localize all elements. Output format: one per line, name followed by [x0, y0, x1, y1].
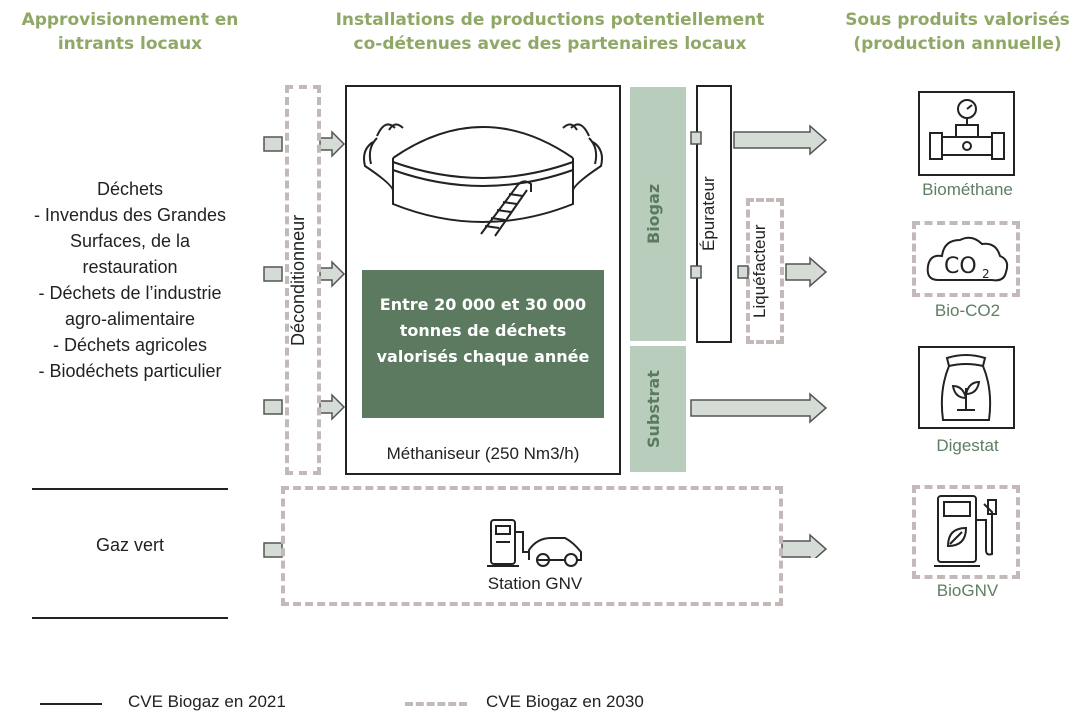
arrow-right-icon [781, 533, 828, 558]
waste-list-title: Déchets [96, 179, 164, 199]
waste-list-item: - Déchets de l’industrie [38, 283, 222, 303]
station-gnv-icon [487, 519, 582, 567]
biomethane-icon-box [918, 91, 1015, 176]
station-gnv-box [281, 486, 783, 606]
fuel-pump-icon [934, 495, 997, 567]
separator-line [32, 488, 228, 490]
output-label-digestat: Digestat [936, 436, 999, 455]
input-stub [263, 136, 283, 152]
header-installations-line2: co-détenues avec des partenaires locaux [353, 34, 747, 54]
legend-solid-label: CVE Biogaz en 2021 [128, 692, 286, 711]
waste-list-item: - Biodéchets particulier [38, 361, 222, 381]
tonnage-highlight [362, 270, 604, 418]
arrow-right-icon [319, 130, 346, 158]
arrow-right-icon [690, 392, 828, 424]
output-stub [737, 265, 749, 279]
waste-list-item: restauration [82, 257, 178, 277]
biogaz-column [630, 87, 686, 341]
digestat-icon-box [918, 346, 1015, 429]
arrow-right-icon [785, 256, 828, 288]
header-installations-line1: Installations de productions potentielle… [335, 10, 765, 30]
biogaz-label: Biogaz [644, 183, 663, 245]
arrow-right-icon [319, 260, 346, 288]
input-stub [263, 399, 283, 415]
output-arrows [690, 124, 828, 558]
deconditionneur-box [285, 85, 321, 475]
input-stub [263, 542, 283, 558]
header-installations: Installations de productions potentielle… [300, 8, 800, 56]
methaniseur-label: Méthaniseur (250 Nm3/h) [386, 444, 580, 463]
tonnage-text: Entre 20 000 et 30 000 tonnes de déchets… [376, 295, 590, 366]
legend-solid-line [40, 703, 102, 705]
arrow-right-icon [319, 393, 346, 421]
input-stub [263, 266, 283, 282]
svg-text:CO: CO [944, 254, 977, 279]
header-byproducts: Sous produits valorisés (production annu… [835, 8, 1080, 56]
output-stub [690, 131, 702, 145]
waste-list-item: - Déchets agricoles [52, 335, 208, 355]
substrat-column [630, 346, 686, 472]
header-byproducts-line2: (production annuelle) [853, 34, 1062, 54]
output-label-bio-co2: Bio-CO2 [934, 301, 1001, 320]
output-stub [690, 265, 702, 279]
fertilizer-bag-icon [940, 354, 992, 421]
epurateur-box [696, 85, 732, 343]
separator-line [32, 617, 228, 619]
deconditionneur-label: Déconditionneur [288, 214, 308, 346]
station-gnv-label: Station GNV [487, 574, 583, 593]
arrow-right-icon [733, 124, 828, 156]
svg-text:2: 2 [982, 267, 990, 281]
bio-co2-icon-box [912, 221, 1020, 297]
waste-list-item: Surfaces, de la [69, 231, 191, 251]
digester-icon [363, 123, 603, 237]
co2-cloud-icon: CO 2 [926, 236, 1009, 282]
biognv-icon-box [912, 485, 1020, 579]
waste-list-item: - Invendus des Grandes [33, 205, 227, 225]
flowmeter-icon [929, 99, 1005, 160]
legend-dashed-line [405, 702, 467, 706]
header-byproducts-line1: Sous produits valorisés [845, 10, 1070, 30]
waste-list-item: agro-alimentaire [64, 309, 196, 329]
substrat-label: Substrat [644, 370, 663, 448]
waste-list: Déchets - Invendus des Grandes Surfaces,… [0, 176, 260, 384]
output-label-biomethane: Biométhane [922, 180, 1013, 199]
methaniseur-box [345, 85, 621, 475]
output-label-biognv: BioGNV [936, 581, 999, 600]
gaz-vert-label: Gaz vert [95, 535, 165, 555]
header-supply: Approvisionnement en intrants locaux [21, 10, 239, 54]
legend-dashed-label: CVE Biogaz en 2030 [486, 692, 644, 711]
